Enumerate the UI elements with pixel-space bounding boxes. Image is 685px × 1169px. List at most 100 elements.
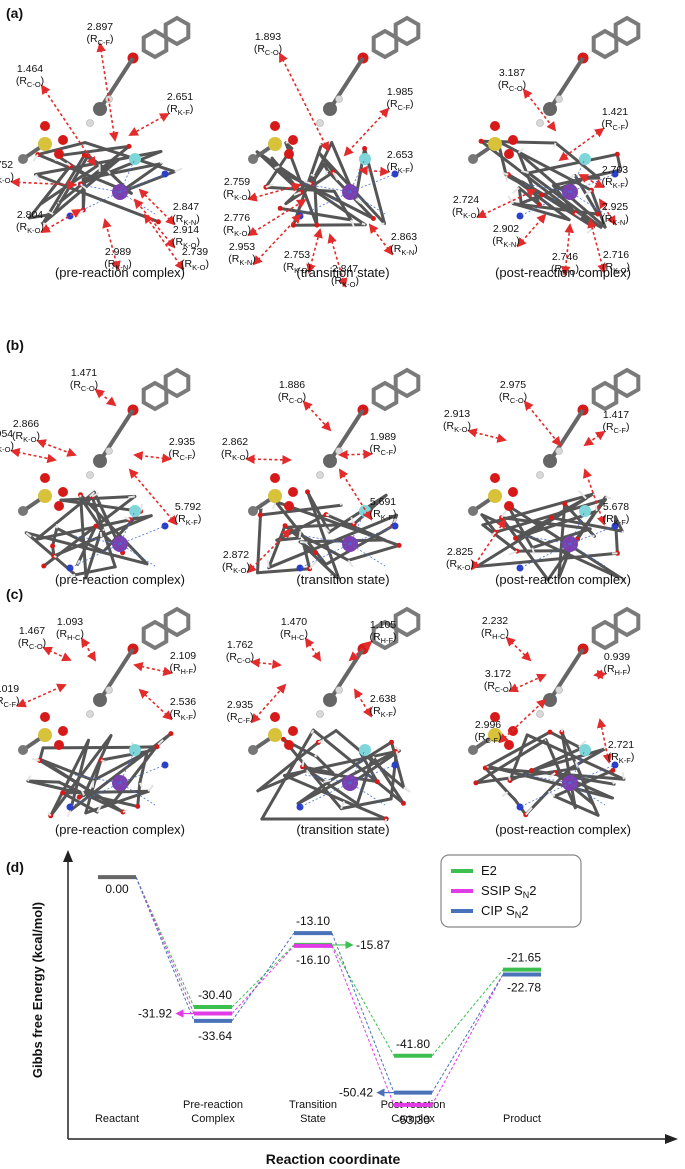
oxygen-atom [135, 803, 141, 809]
cage-bond [291, 223, 367, 227]
distance-label: (RC-F) [386, 98, 413, 112]
distance-label: (RC-O) [226, 651, 254, 665]
cage-bond [311, 728, 405, 805]
value-label: -31.92 [138, 1007, 172, 1021]
connector-cip-sn2 [431, 974, 504, 1093]
distance-paren-close: ) [36, 430, 40, 442]
bond [548, 56, 585, 111]
distance-paren-close: ) [95, 379, 99, 391]
naphthalene-ring [591, 28, 619, 60]
distance-paren-close: ) [303, 391, 307, 403]
oxygen-atom [284, 149, 294, 159]
cage-bond [84, 530, 103, 580]
cage-bond [273, 166, 375, 220]
molecular-structures: (a)2.897(RC-F)1.464(RC-O)2.651(RK-F)2.75… [0, 5, 641, 837]
hydrogen-bond [384, 818, 388, 824]
distance-paren-close: ) [498, 731, 502, 743]
distance-value: 3.019 [0, 683, 19, 695]
carbon-atom [543, 102, 557, 116]
distance-paren: (R [104, 258, 115, 270]
hydrogen-bond [57, 201, 60, 204]
distance-paren: (R [56, 628, 67, 640]
hydrogen-bond [96, 804, 102, 813]
distance-arrow [102, 218, 121, 271]
distance-paren-close: ) [205, 258, 209, 270]
hydrogen-atom [316, 710, 324, 718]
carbon-atom [543, 454, 557, 468]
hydrogen-bond [122, 809, 128, 813]
distance-label: (RC-O) [16, 75, 44, 89]
hydrogen-bond [590, 534, 595, 538]
coordination-line [119, 764, 166, 784]
hydrogen-atom [536, 119, 544, 127]
coordination-line [519, 191, 571, 217]
distance-label: (RK-N) [104, 258, 132, 272]
hydrogen-bond [618, 577, 624, 581]
distance-paren-close: ) [41, 75, 45, 87]
distance-bond-type: C-F [4, 700, 17, 709]
distance-arrow [587, 218, 607, 274]
hydrogen-atom [335, 447, 343, 455]
value-label: -13.10 [296, 914, 330, 928]
coordination-line [349, 764, 396, 784]
connector-cip-sn2 [135, 876, 195, 1022]
hydrogen-bond [324, 170, 329, 176]
distance-arrow [505, 636, 532, 662]
cage-bond [309, 162, 326, 186]
distance-bond-type: C-O [510, 396, 524, 405]
oxygen-atom [288, 487, 298, 497]
distance-label: (RK-N) [601, 213, 629, 227]
distance-label: (RC-O) [498, 79, 526, 93]
connector-ssip-sn2 [231, 945, 295, 1014]
hydrogen-bond [594, 505, 598, 512]
carbon-atom [18, 745, 28, 755]
distance-value: 1.417 [603, 409, 629, 421]
distance-label: (RC-F) [86, 33, 113, 47]
distance-bond-type: K-F [381, 513, 394, 522]
distance-arrow [598, 198, 617, 226]
oxygen-atom [490, 121, 500, 131]
distance-paren-close: ) [40, 221, 44, 233]
oxygen-atom [513, 535, 519, 541]
distance-bond-type: K-O [233, 566, 247, 575]
distance-label: (RC-O) [278, 391, 306, 405]
hydrogen-bond [303, 180, 312, 185]
cage-bond [79, 493, 88, 580]
distance-value: 1.421 [602, 106, 628, 118]
carbon-atom [248, 745, 258, 755]
naphthalene-ring [163, 606, 191, 638]
distance-bond-type: C-O [237, 656, 251, 665]
cage-bond [306, 490, 341, 581]
distance-bond-type: K-N [612, 218, 625, 227]
distance-label: (RH-C) [280, 628, 308, 642]
distance-paren: (R [602, 261, 613, 273]
cage-bond [615, 152, 623, 172]
oxygen-atom [40, 712, 50, 722]
structure-caption: (transition state) [296, 265, 389, 280]
distance-arrow [304, 637, 322, 662]
distance-label: (RK-N) [390, 243, 418, 257]
distance-paren-close: ) [410, 161, 414, 173]
carbon-atom [468, 154, 478, 164]
oxygen-atom [490, 473, 500, 483]
hydrogen-atom [335, 686, 343, 694]
carbon-atom [468, 506, 478, 516]
distance-bond-type: K-O [234, 229, 248, 238]
hydrogen-bond [299, 540, 308, 544]
distance-arrow [522, 88, 557, 132]
distance-label: (RC-O) [254, 43, 282, 57]
hydrogen-bond [340, 800, 346, 809]
distance-arrow [133, 451, 172, 463]
oxygen-atom [508, 135, 518, 145]
nitrogen-atom [296, 803, 304, 811]
distance-paren: (R [603, 513, 614, 525]
distance-paren-close: ) [16, 695, 20, 707]
distance-arrow [368, 223, 394, 256]
oxygen-atom [548, 515, 554, 521]
oxygen-atom [478, 138, 484, 144]
distance-paren-close: ) [626, 421, 630, 433]
distance-paren: (R [278, 391, 289, 403]
distance-bond-type: K-O [0, 176, 11, 185]
nitrogen-atom [296, 564, 304, 572]
distance-paren: (R [331, 275, 342, 287]
